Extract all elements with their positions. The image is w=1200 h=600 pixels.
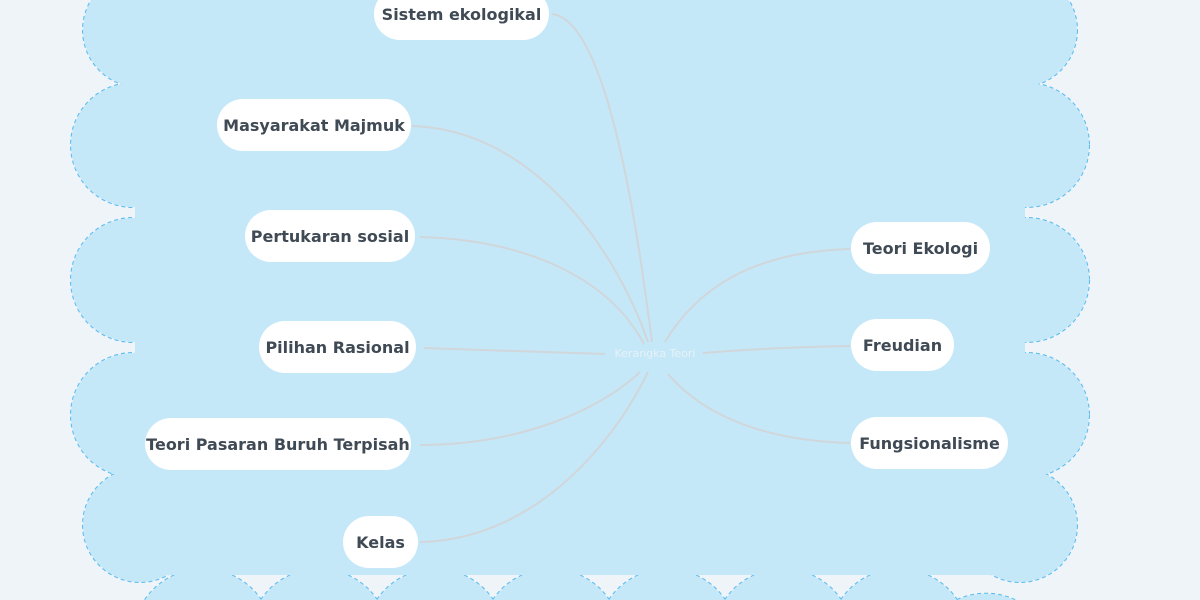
cloud-bump	[725, 569, 841, 600]
node-fungsionalisme[interactable]: Fungsionalisme	[851, 417, 1008, 469]
node-freudian[interactable]: Freudian	[851, 319, 954, 371]
connector-line	[419, 371, 649, 543]
connector-line	[419, 371, 641, 446]
central-topic[interactable]: Kerangka Teori	[614, 347, 696, 360]
connector-line	[423, 347, 606, 355]
cloud-bump	[609, 569, 725, 600]
connector-line	[551, 13, 653, 343]
cloud-bump	[493, 569, 609, 600]
node-teori-ekologi[interactable]: Teori Ekologi	[851, 222, 990, 274]
cloud-bump	[261, 569, 377, 600]
connector-line	[419, 236, 645, 345]
cloud-bump	[145, 569, 261, 600]
connector-line	[667, 373, 851, 444]
cloud-bump	[957, 593, 1015, 600]
node-masyarakat-majmuk[interactable]: Masyarakat Majmuk	[217, 99, 411, 151]
node-pertukaran-sosial[interactable]: Pertukaran sosial	[245, 210, 415, 262]
node-sistem-ekologikal[interactable]: Sistem ekologikal	[374, 0, 549, 40]
node-kelas[interactable]: Kelas	[343, 516, 418, 568]
node-pilihan-rasional[interactable]: Pilihan Rasional	[259, 321, 416, 373]
node-teori-pasaran-buruh-terpisah[interactable]: Teori Pasaran Buruh Terpisah	[145, 418, 411, 470]
cloud-bump	[377, 569, 493, 600]
connector-line	[664, 248, 851, 343]
connector-line	[411, 125, 649, 343]
connector-line	[702, 345, 851, 354]
cloud-bump	[841, 569, 957, 600]
cloud-body	[135, 0, 1025, 575]
